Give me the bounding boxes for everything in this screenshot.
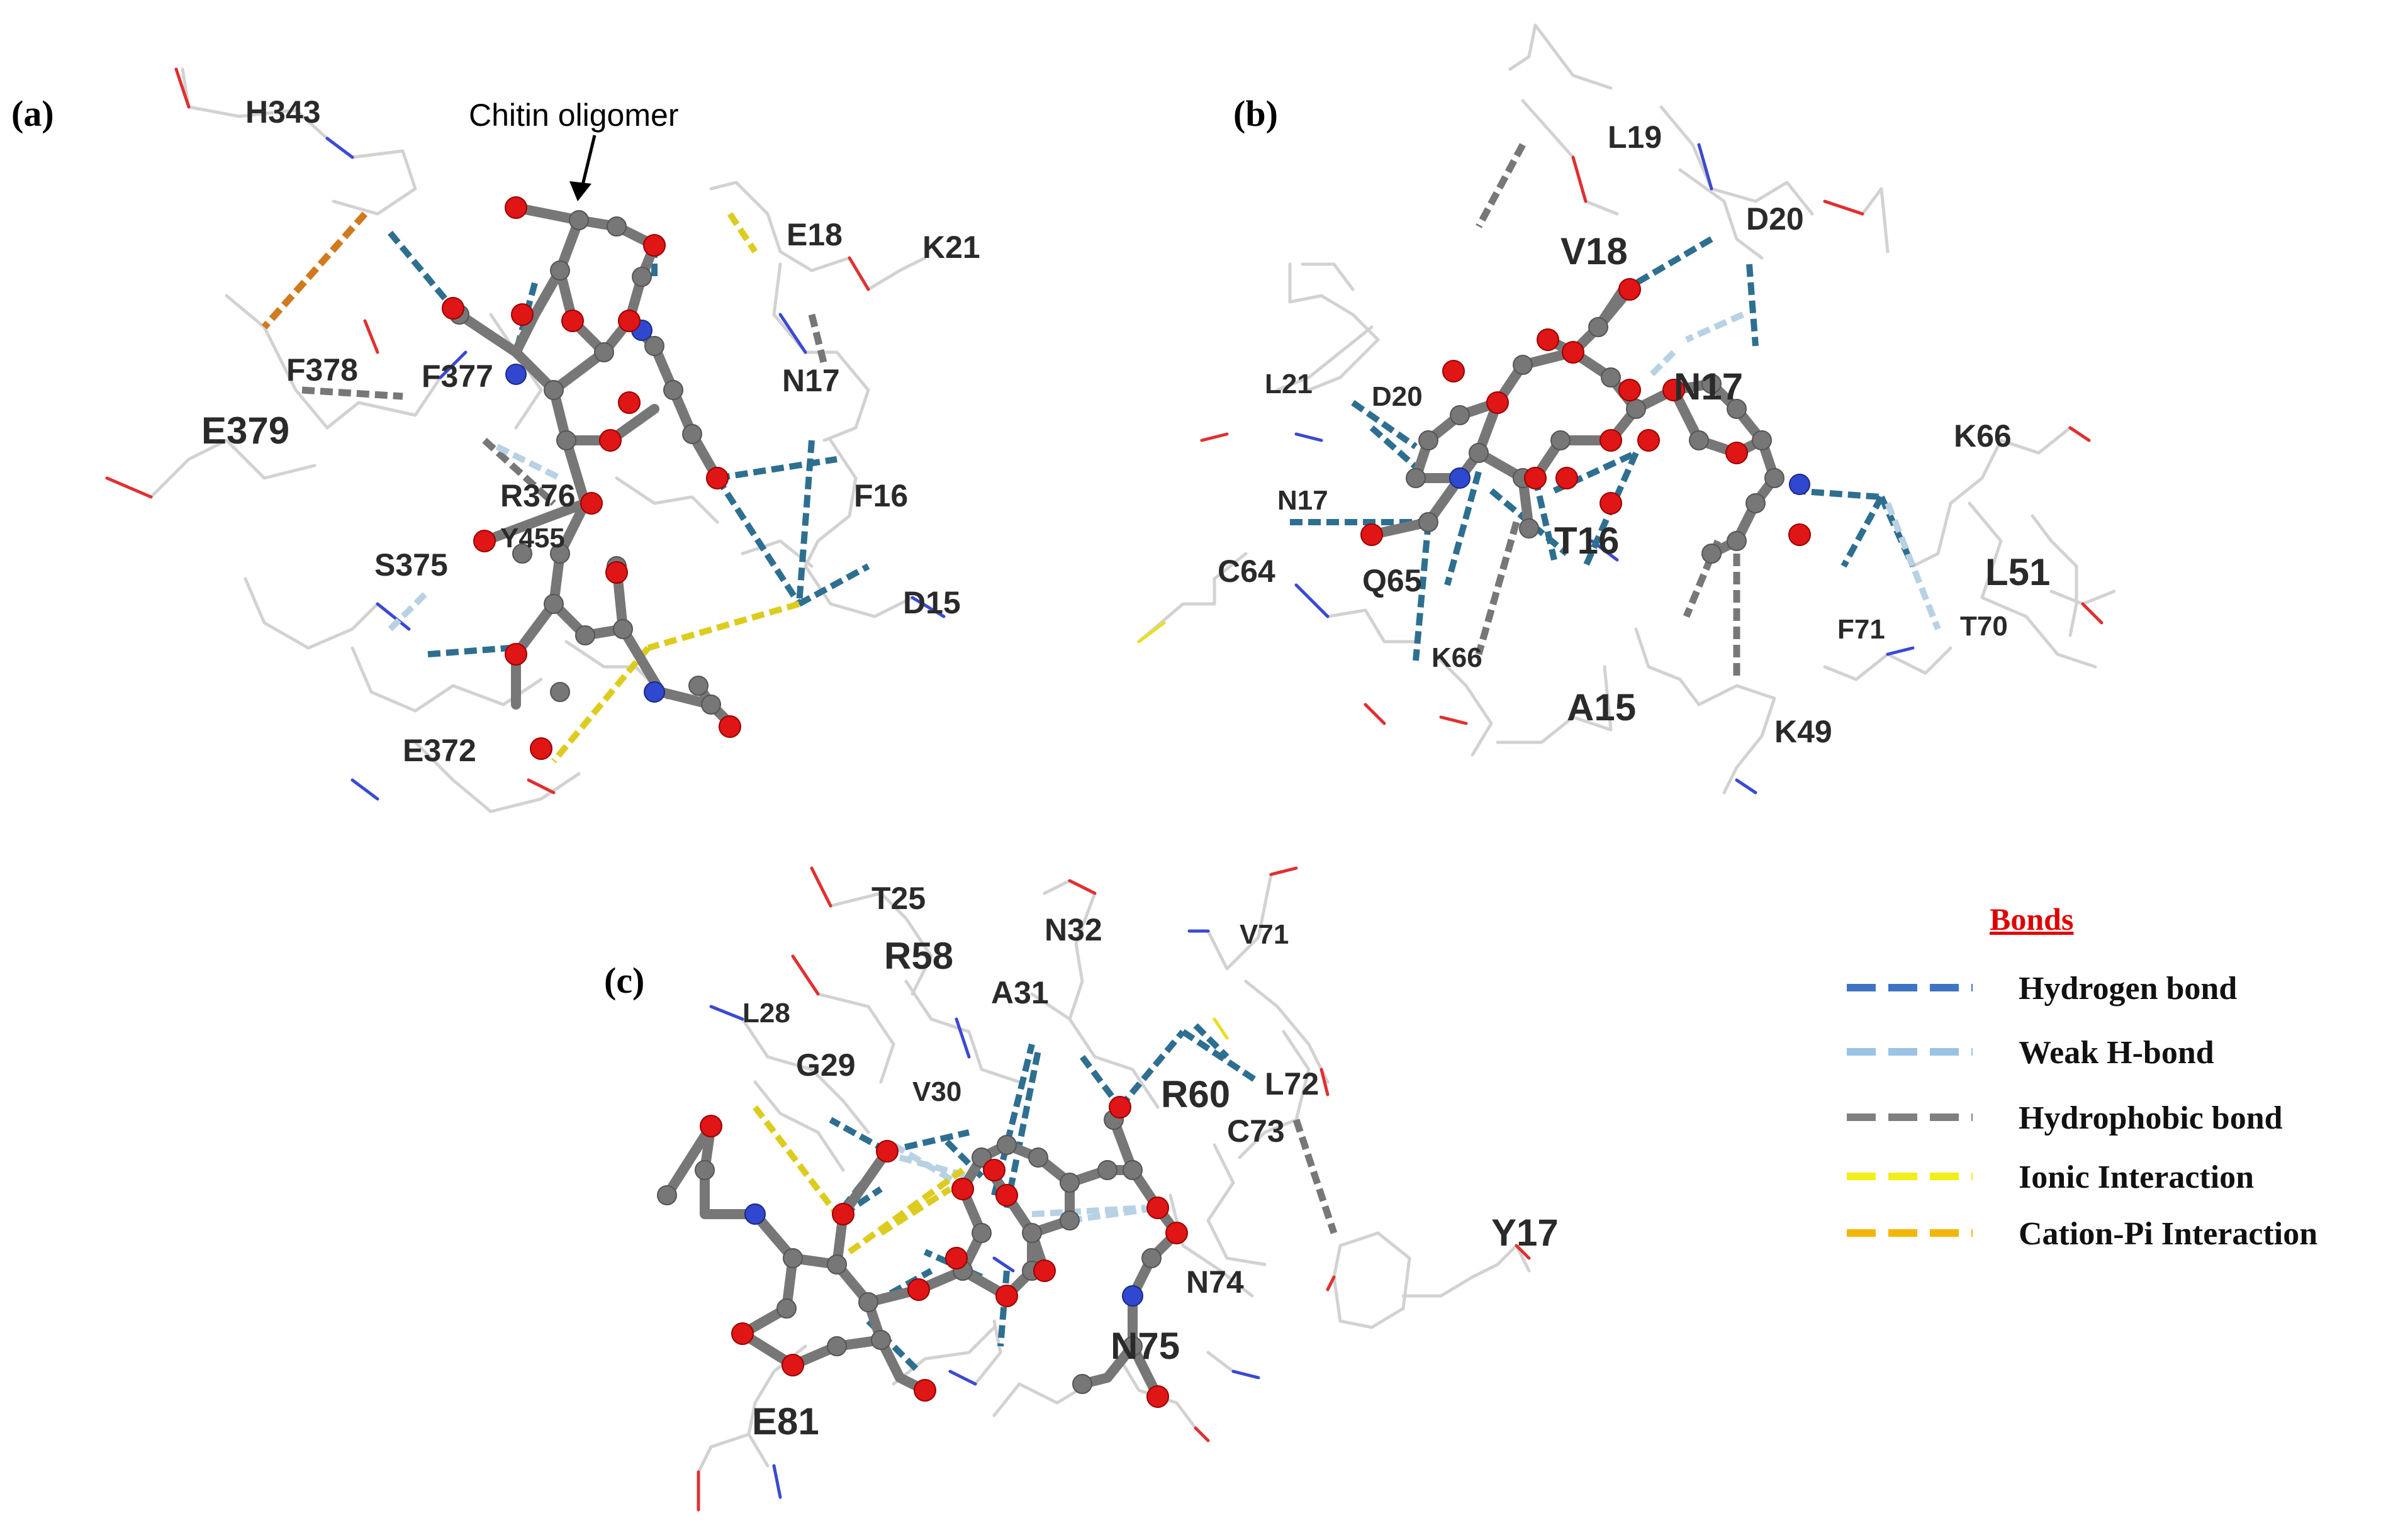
residue-label: L19 — [1608, 120, 1662, 155]
legend-label: Ionic Interaction — [2019, 1159, 2254, 1195]
residue-label: R58 — [884, 935, 953, 977]
chitin-oligomer-label: Chitin oligomer — [469, 98, 678, 133]
residue-label: R60 — [1161, 1073, 1230, 1115]
residue-label: Y455 — [500, 523, 565, 554]
residue-label: E372 — [403, 733, 476, 768]
panel-b-residue-labels: L19 D20 V18 N17 L21 D20 K66 N17 T16 L51 … — [1218, 120, 2050, 749]
legend-title: Bonds — [1990, 901, 2073, 937]
panel-a-ligand — [442, 196, 741, 760]
residue-label: H343 — [245, 94, 321, 130]
residue-label: E18 — [787, 217, 843, 252]
residue-label: A31 — [991, 975, 1049, 1010]
legend-label: Cation-Pi Interaction — [2019, 1216, 2317, 1252]
residue-label: C73 — [1227, 1113, 1285, 1149]
residue-label: Y17 — [1491, 1212, 1559, 1254]
panel-b-tag: (b) — [1233, 93, 1278, 134]
residue-label: T70 — [1960, 611, 2008, 642]
panel-b-ligand — [1360, 278, 1811, 564]
residue-label: K66 — [1954, 418, 2012, 454]
panel-b-receptor-sticks — [1137, 23, 2116, 795]
panel-c-receptor-sticks — [697, 866, 1531, 1512]
residue-label: V18 — [1560, 230, 1628, 272]
residue-label: E379 — [201, 410, 289, 452]
residue-label: K49 — [1774, 714, 1832, 749]
residue-label: T25 — [871, 881, 926, 916]
residue-label: R376 — [500, 478, 576, 513]
residue-label: N75 — [1111, 1325, 1180, 1367]
residue-label: F71 — [1837, 614, 1885, 645]
residue-label: N17 — [782, 363, 840, 398]
panel-c: (c) — [604, 866, 1559, 1512]
residue-label: N74 — [1186, 1264, 1244, 1300]
residue-label: F377 — [422, 359, 493, 394]
arrow-head-icon — [569, 181, 591, 201]
residue-label: L28 — [742, 998, 790, 1029]
panel-b: (b) — [1137, 23, 2116, 795]
residue-label: F16 — [854, 478, 908, 513]
panel-c-residue-labels: T25 R58 N32 V71 A31 L28 G29 V30 R60 L72 … — [742, 881, 1559, 1442]
residue-label: T16 — [1554, 520, 1619, 562]
legend-label: Weak H-bond — [2019, 1035, 2214, 1071]
residue-label: C64 — [1218, 554, 1275, 589]
residue-label: L21 — [1265, 369, 1313, 399]
panel-a-interactions — [261, 211, 870, 764]
residue-label: G29 — [796, 1047, 856, 1083]
residue-label: F378 — [286, 352, 358, 388]
residue-label: S375 — [374, 547, 448, 583]
residue-label: K66 — [1431, 642, 1482, 673]
panel-c-tag: (c) — [604, 960, 644, 1001]
residue-label: N17 — [1277, 485, 1328, 516]
residue-label: D15 — [903, 585, 961, 620]
residue-label: L51 — [1985, 551, 2050, 593]
residue-label: V71 — [1240, 919, 1289, 950]
panel-a: (a) — [11, 67, 980, 813]
panel-a-tag: (a) — [11, 93, 54, 134]
residue-label: L72 — [1265, 1066, 1319, 1102]
residue-label: D20 — [1372, 381, 1423, 412]
residue-label: Q65 — [1362, 563, 1422, 598]
residue-label: V30 — [912, 1076, 961, 1107]
residue-label: E81 — [752, 1400, 819, 1442]
panel-c-ligand — [657, 1096, 1188, 1408]
residue-label: N32 — [1045, 912, 1102, 947]
residue-label: N17 — [1674, 365, 1743, 408]
panel-a-residue-labels: H343 E18 K21 F378 F377 N17 E379 R376 F16… — [201, 94, 980, 768]
legend-label: Hydrophobic bond — [2019, 1100, 2283, 1136]
residue-label: D20 — [1746, 201, 1804, 237]
legend-label: Hydrogen bond — [2019, 971, 2237, 1007]
residue-label: K21 — [922, 230, 980, 265]
chitin-annotation: Chitin oligomer — [469, 98, 678, 201]
panel-b-interactions — [1290, 143, 1941, 679]
residue-label: A15 — [1567, 686, 1636, 728]
